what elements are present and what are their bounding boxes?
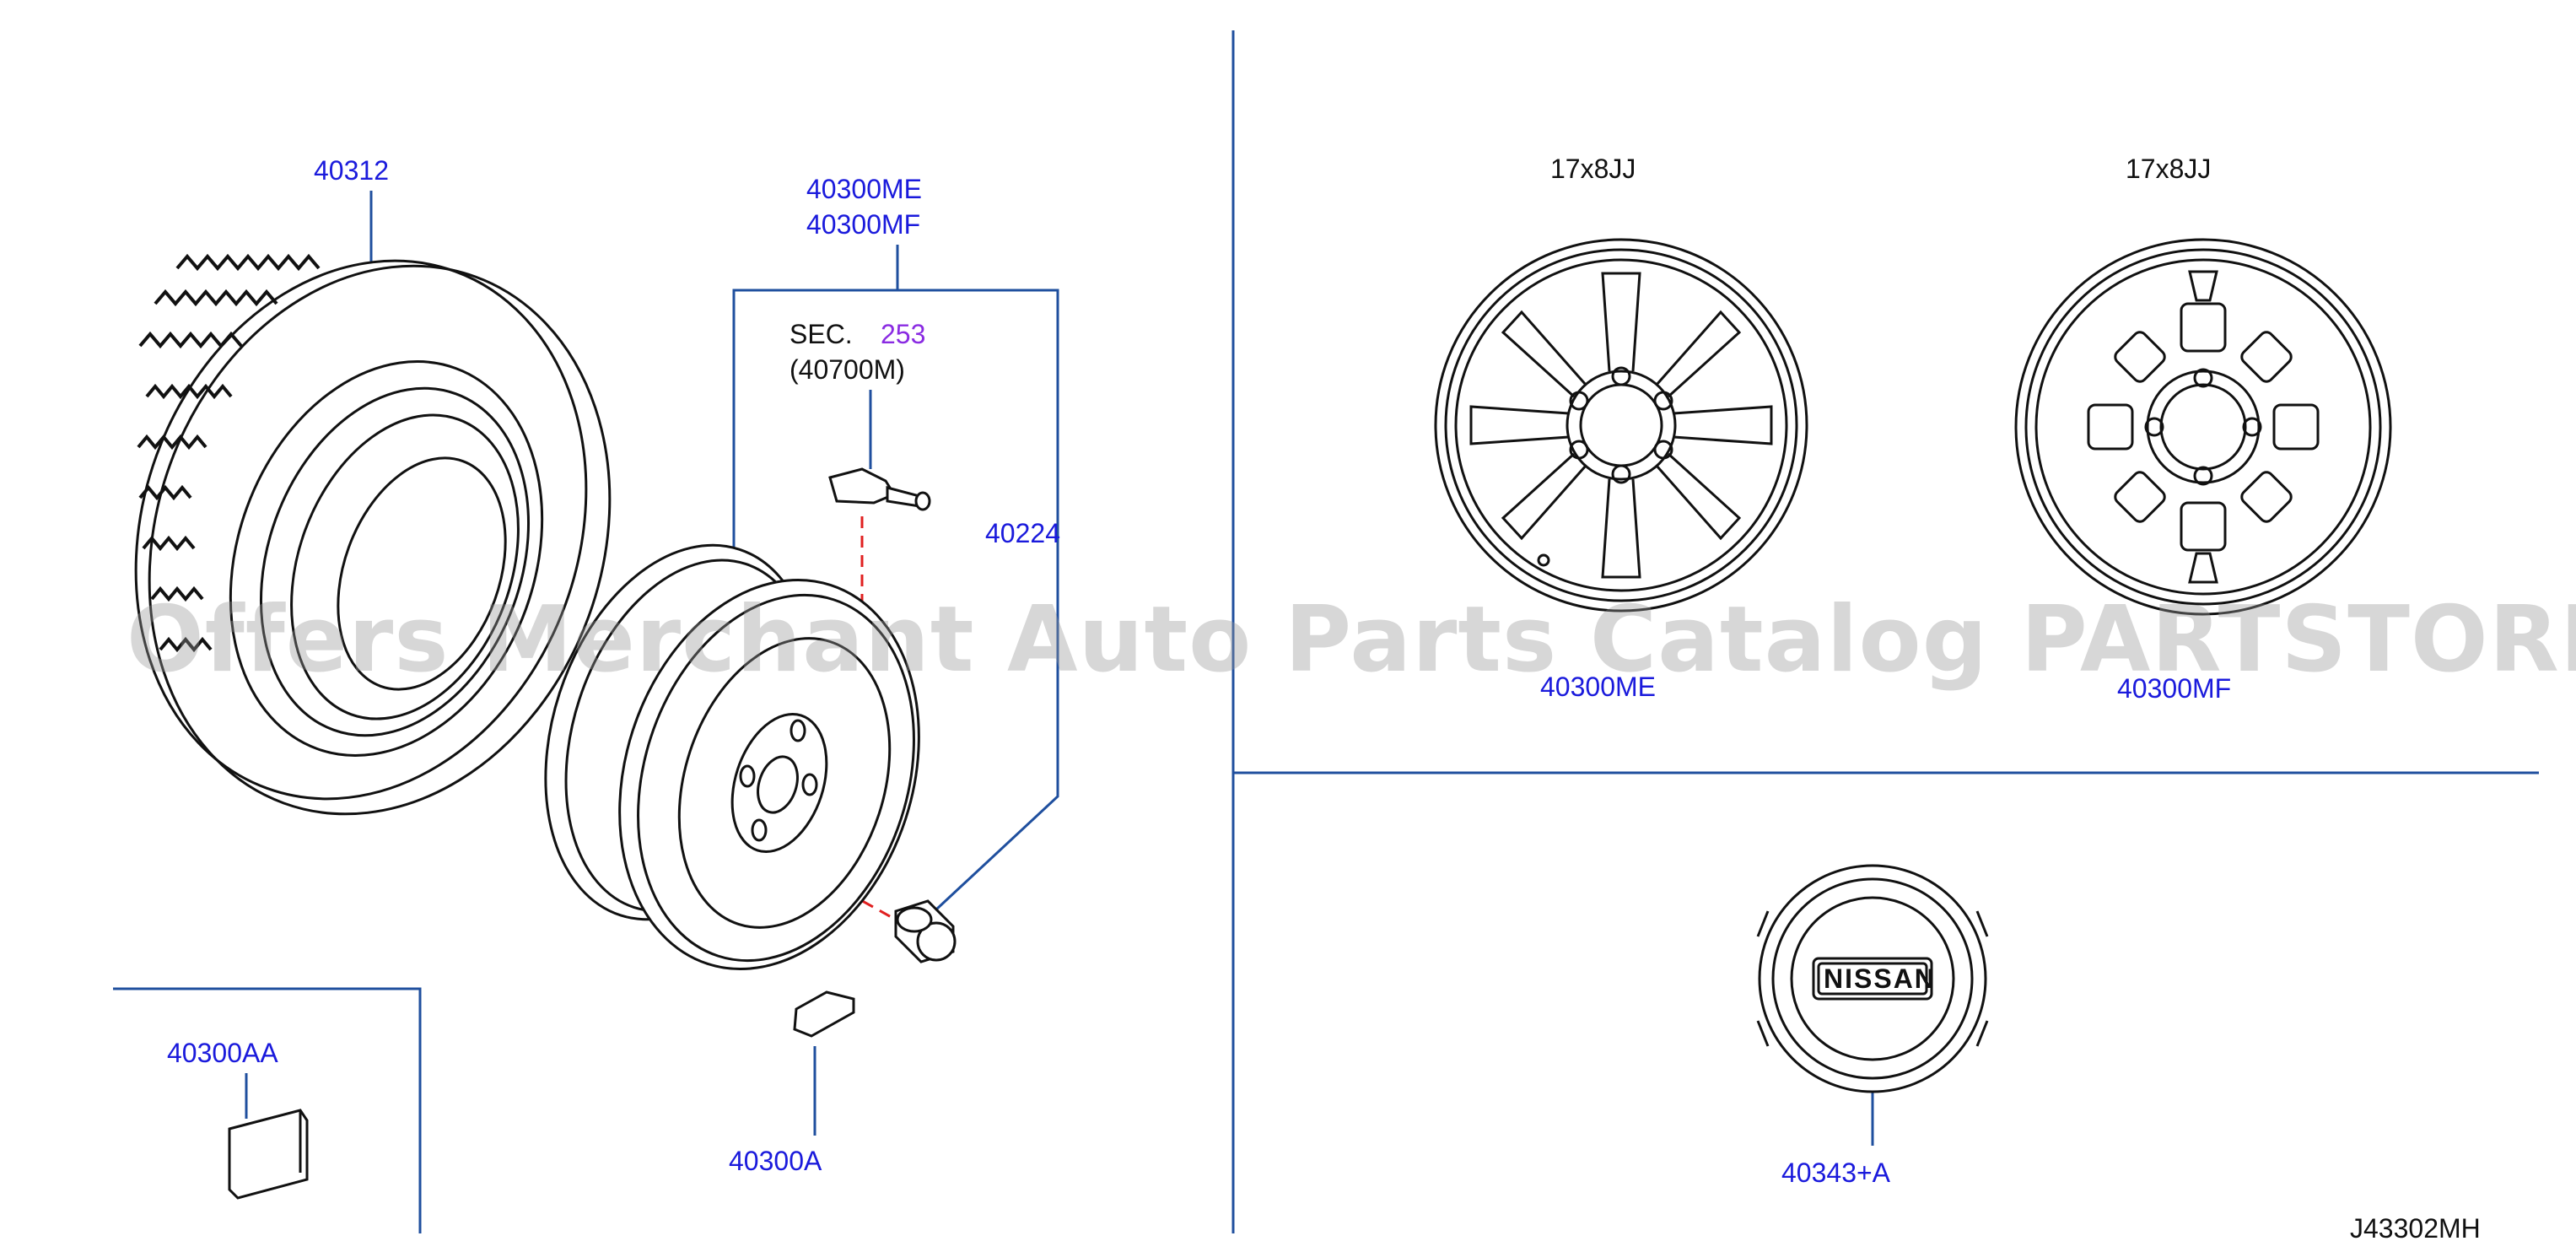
label-wheel-mf[interactable]: 40300MF — [2117, 673, 2232, 704]
tire-tread — [137, 253, 321, 653]
watermark: Offers Merchant Auto Parts Catalog PARTS… — [127, 587, 2576, 693]
label-tire[interactable]: 40312 — [314, 155, 389, 186]
alloy-wheel-me-spokes — [1469, 272, 1773, 579]
tire-drawing — [134, 253, 612, 816]
label-size-1: 17x8JJ — [1550, 154, 1636, 184]
steel-wheel-drawing — [544, 543, 920, 971]
nissan-logo-text: NISSAN — [1824, 963, 1936, 994]
label-sec: SEC. — [790, 319, 853, 349]
balance-weight-drawing — [793, 990, 855, 1038]
label-sensor: (40700M) — [790, 354, 905, 385]
alloy-wheel-mf-drawing — [2014, 238, 2392, 616]
label-wheel-me[interactable]: 40300ME — [1540, 672, 1656, 702]
label-adhesive-weight[interactable]: 40300AA — [167, 1038, 278, 1068]
section-dividers — [113, 30, 2539, 1233]
label-wheel-assy-2[interactable]: 40300MF — [806, 209, 921, 240]
label-weight[interactable]: 40300A — [729, 1146, 822, 1176]
alloy-wheel-me-drawing — [1434, 238, 1808, 613]
diagram-code: J43302MH — [2350, 1213, 2481, 1244]
valve-drawing — [894, 899, 957, 963]
label-center-cap[interactable]: 40343+A — [1781, 1158, 1891, 1188]
leader-lines — [245, 191, 1874, 1146]
label-wheel-assy-1[interactable]: 40300ME — [806, 174, 922, 204]
alloy-wheel-mf-windows — [2087, 270, 2320, 584]
label-size-2: 17x8JJ — [2126, 154, 2212, 184]
center-cap-drawing — [1756, 864, 1989, 1093]
label-valve[interactable]: 40224 — [985, 518, 1060, 548]
adhesive-weight-drawing — [228, 1109, 309, 1200]
tpms-sensor-drawing — [828, 467, 931, 511]
label-sec-number[interactable]: 253 — [881, 319, 926, 349]
